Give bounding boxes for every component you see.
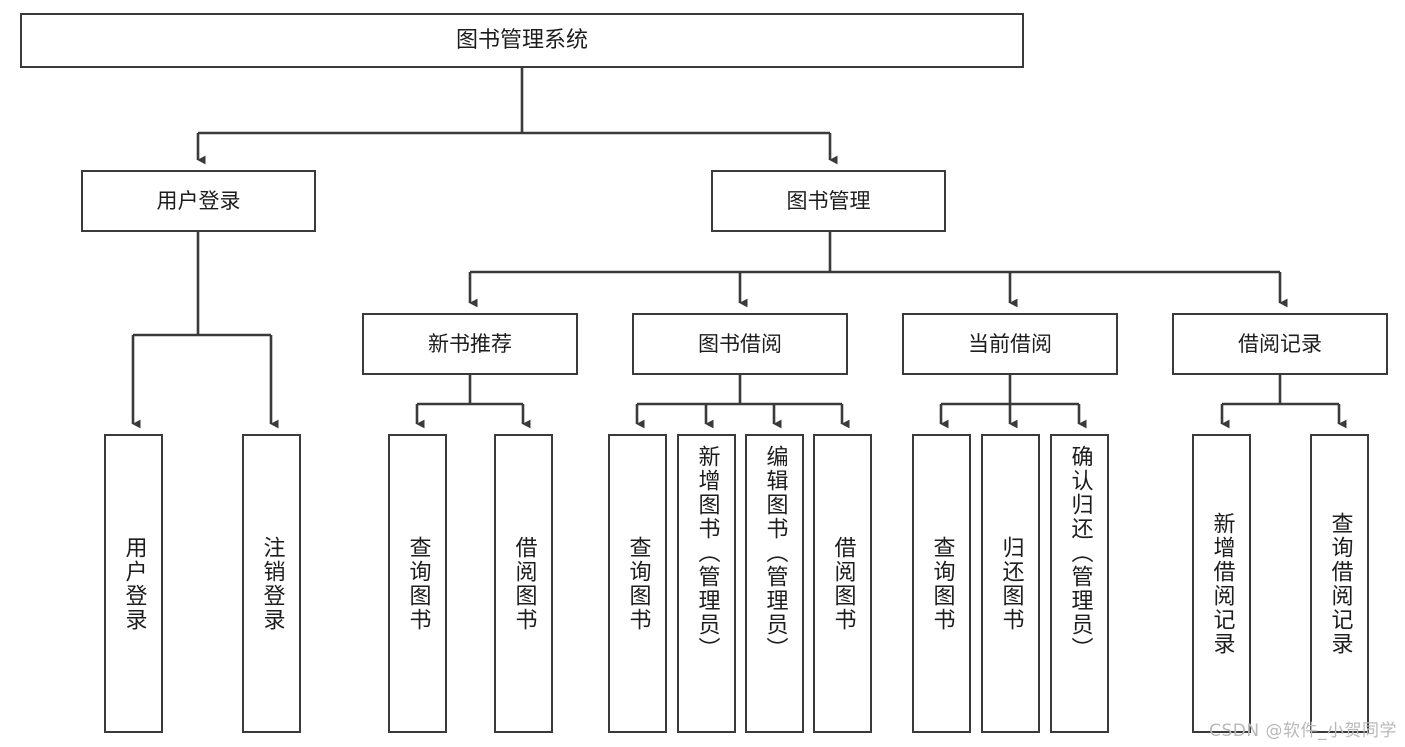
leaf-borrow-query-book[interactable]: 查询图书 [608,434,667,733]
leaf-current-confirm-return-admin[interactable]: 确认归还（管理员） [1050,434,1109,733]
leaf-borrow-borrow-book[interactable]: 借阅图书 [813,434,872,733]
node-label: 新书推荐 [428,331,512,356]
node-label: 借阅图书 [511,535,537,632]
node-label: 归还图书 [998,535,1024,632]
leaf-recommend-query-book[interactable]: 查询图书 [388,434,447,733]
node-label: 确认归还（管理员） [1067,445,1093,661]
node-root-system[interactable]: 图书管理系统 [20,13,1024,68]
node-label: 注销登录 [259,535,285,632]
node-label: 新增借阅记录 [1209,511,1235,656]
node-label: 用户登录 [121,535,147,632]
node-new-book-recommend[interactable]: 新书推荐 [362,313,578,375]
node-label: 新增图书（管理员） [694,445,720,661]
leaf-user-login-signout[interactable]: 注销登录 [242,434,301,733]
node-label: 编辑图书（管理员） [762,445,788,661]
node-book-management[interactable]: 图书管理 [711,170,946,232]
node-label: 借阅记录 [1238,331,1322,356]
node-label: 图书借阅 [698,331,782,356]
leaf-current-return-book[interactable]: 归还图书 [981,434,1040,733]
node-user-login[interactable]: 用户登录 [81,170,316,232]
leaf-record-query-record[interactable]: 查询借阅记录 [1310,434,1369,733]
leaf-user-login-signin[interactable]: 用户登录 [104,434,163,733]
node-label: 查询图书 [625,535,651,632]
leaf-borrow-edit-book-admin[interactable]: 编辑图书（管理员） [745,434,804,733]
node-label: 借阅图书 [830,535,856,632]
node-label: 图书管理系统 [455,27,588,53]
node-current-borrow[interactable]: 当前借阅 [902,313,1118,375]
node-label: 图书管理 [786,188,871,213]
node-label: 当前借阅 [968,331,1052,356]
node-label: 查询图书 [929,535,955,632]
csdn-watermark: CSDN @软件_小贺同学 [1209,721,1397,741]
leaf-recommend-borrow-book[interactable]: 借阅图书 [494,434,553,733]
node-label: 用户登录 [156,188,241,213]
node-book-borrow[interactable]: 图书借阅 [632,313,848,375]
leaf-current-query-book[interactable]: 查询图书 [912,434,971,733]
node-label: 查询借阅记录 [1327,511,1353,656]
leaf-borrow-add-book-admin[interactable]: 新增图书（管理员） [677,434,736,733]
leaf-record-add-record[interactable]: 新增借阅记录 [1192,434,1251,733]
node-borrow-record[interactable]: 借阅记录 [1172,313,1388,375]
node-label: 查询图书 [405,535,431,632]
